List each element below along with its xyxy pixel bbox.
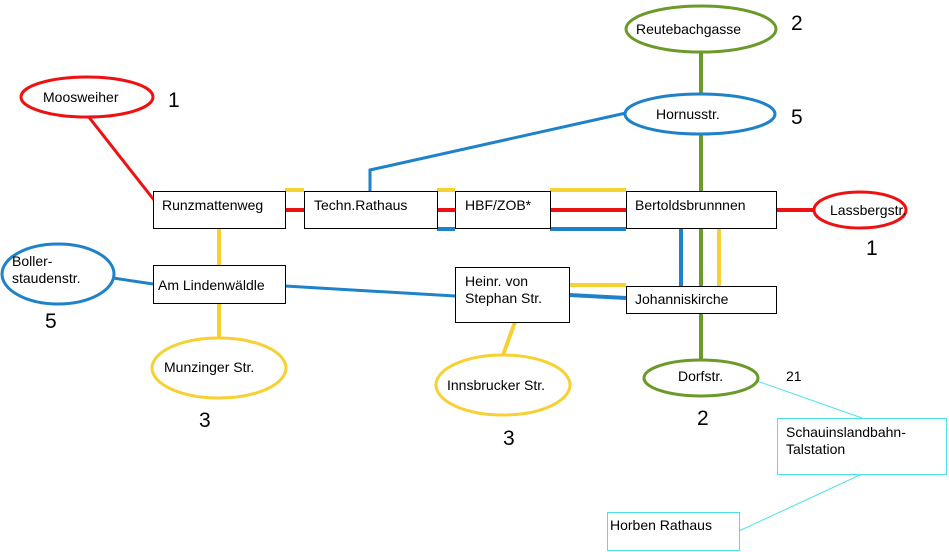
terminal-label: Munzinger Str. [164, 359, 254, 375]
bus-stop-label: Schauinslandbahn- [786, 424, 906, 440]
bus-connector [756, 380, 863, 419]
terminal-bollerstaudenstr [0, 242, 116, 306]
terminal-label: Dorfstr. [678, 368, 723, 384]
line-number: 2 [791, 12, 803, 35]
station-runzmattenweg [153, 191, 286, 229]
station-johanniskirche [626, 286, 777, 314]
terminal-label: Boller- [12, 253, 53, 269]
bus-stop-horben-rathaus [607, 512, 740, 551]
station-lindenwaeldle [153, 265, 286, 304]
terminal-innsbrucker [434, 353, 572, 417]
terminal-hornusstr [623, 92, 777, 136]
station-label: Bertoldsbrunnnen [635, 197, 746, 213]
station-techn-rathaus [304, 191, 438, 229]
station-label: HBF/ZOB* [465, 197, 532, 213]
terminal-label: Lassbergstr. [830, 202, 906, 218]
terminal-dorfstr [642, 358, 760, 398]
line-number: 3 [503, 427, 515, 450]
station-label: Stephan Str. [465, 290, 542, 306]
line-blue [284, 284, 456, 298]
station-hbf [455, 191, 551, 229]
bus-line-number: 21 [786, 368, 802, 384]
station-heinr-von-stephan [455, 267, 570, 323]
station-label: Runzmattenweg [162, 197, 263, 213]
line-yellow [501, 321, 517, 356]
bus-connector [738, 473, 863, 532]
line-red [86, 115, 156, 201]
terminal-label: Innsbrucker Str. [447, 377, 545, 393]
bus-stop-label: Horben Rathaus [610, 517, 712, 533]
terminal-label: Moosweiher [43, 89, 119, 105]
line-blue [568, 293, 627, 300]
line-number: 5 [791, 106, 803, 129]
station-label: Techn.Rathaus [314, 197, 407, 213]
station-label: Johanniskirche [635, 291, 729, 307]
line-blue [368, 111, 627, 191]
station-bertoldsbrunnen [626, 191, 777, 229]
terminal-label: staudenstr. [12, 270, 81, 286]
terminal-lassbergstr [812, 190, 908, 230]
line-blue [112, 276, 154, 286]
line-number: 5 [45, 310, 57, 333]
line-number: 2 [697, 407, 709, 430]
terminal-munzinger [150, 336, 288, 400]
station-label: Am Lindenwäldle [158, 277, 265, 293]
bus-stop-schauinslandbahn [777, 418, 947, 475]
terminal-moosweiher [19, 75, 155, 119]
line-number: 3 [199, 409, 211, 432]
terminal-label: Reutebachgasse [636, 21, 741, 37]
line-number: 1 [168, 89, 180, 112]
terminal-label: Hornusstr. [656, 106, 720, 122]
station-label: Heinr. von [465, 273, 528, 289]
bus-stop-label: Talstation [786, 441, 845, 457]
terminal-reutebachgasse [624, 4, 778, 54]
line-number: 1 [866, 237, 878, 260]
